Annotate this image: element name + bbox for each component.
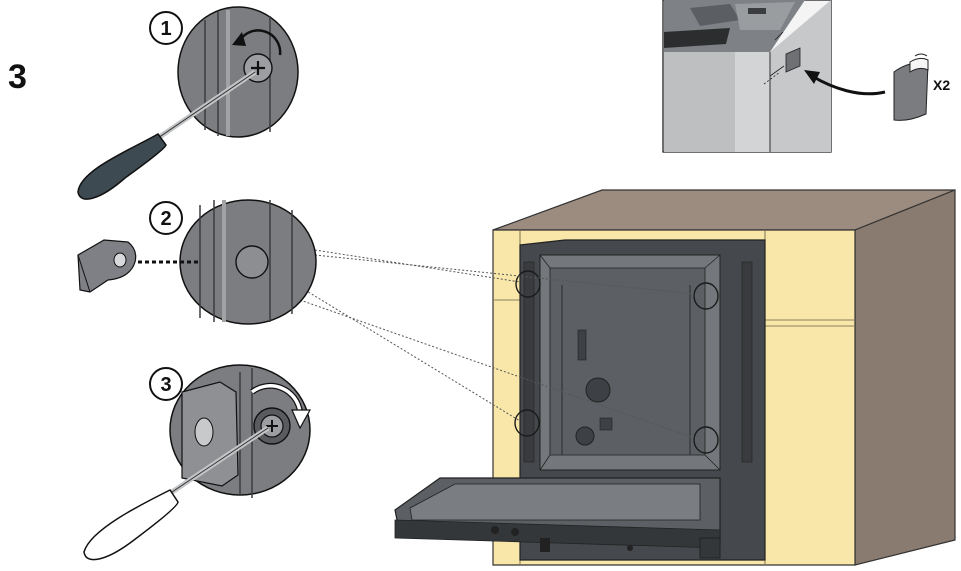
dishwasher bbox=[394, 239, 766, 561]
adhesive-tab-icon bbox=[893, 53, 929, 121]
zoom-circle-1 bbox=[177, 6, 299, 138]
screwdriver-outline-icon bbox=[83, 425, 270, 561]
sub-step-badge-3: 3 bbox=[160, 374, 171, 396]
zoom-circle-2 bbox=[179, 199, 317, 325]
rotate-ccw-arrow-icon bbox=[238, 29, 282, 56]
applied-tab bbox=[785, 47, 801, 73]
placement-arrow-icon bbox=[811, 74, 886, 96]
adhesive-tab-inset bbox=[662, 0, 832, 153]
leader-lines bbox=[299, 249, 695, 439]
mounting-bracket-icon bbox=[77, 239, 137, 293]
sub-step-badge-1: 1 bbox=[160, 18, 171, 40]
step-number: 3 bbox=[8, 58, 27, 96]
target-markers bbox=[514, 270, 719, 454]
sub-step-badge-2: 2 bbox=[160, 208, 171, 230]
screwdriver-icon bbox=[77, 69, 257, 200]
quantity-label: X2 bbox=[933, 77, 950, 93]
